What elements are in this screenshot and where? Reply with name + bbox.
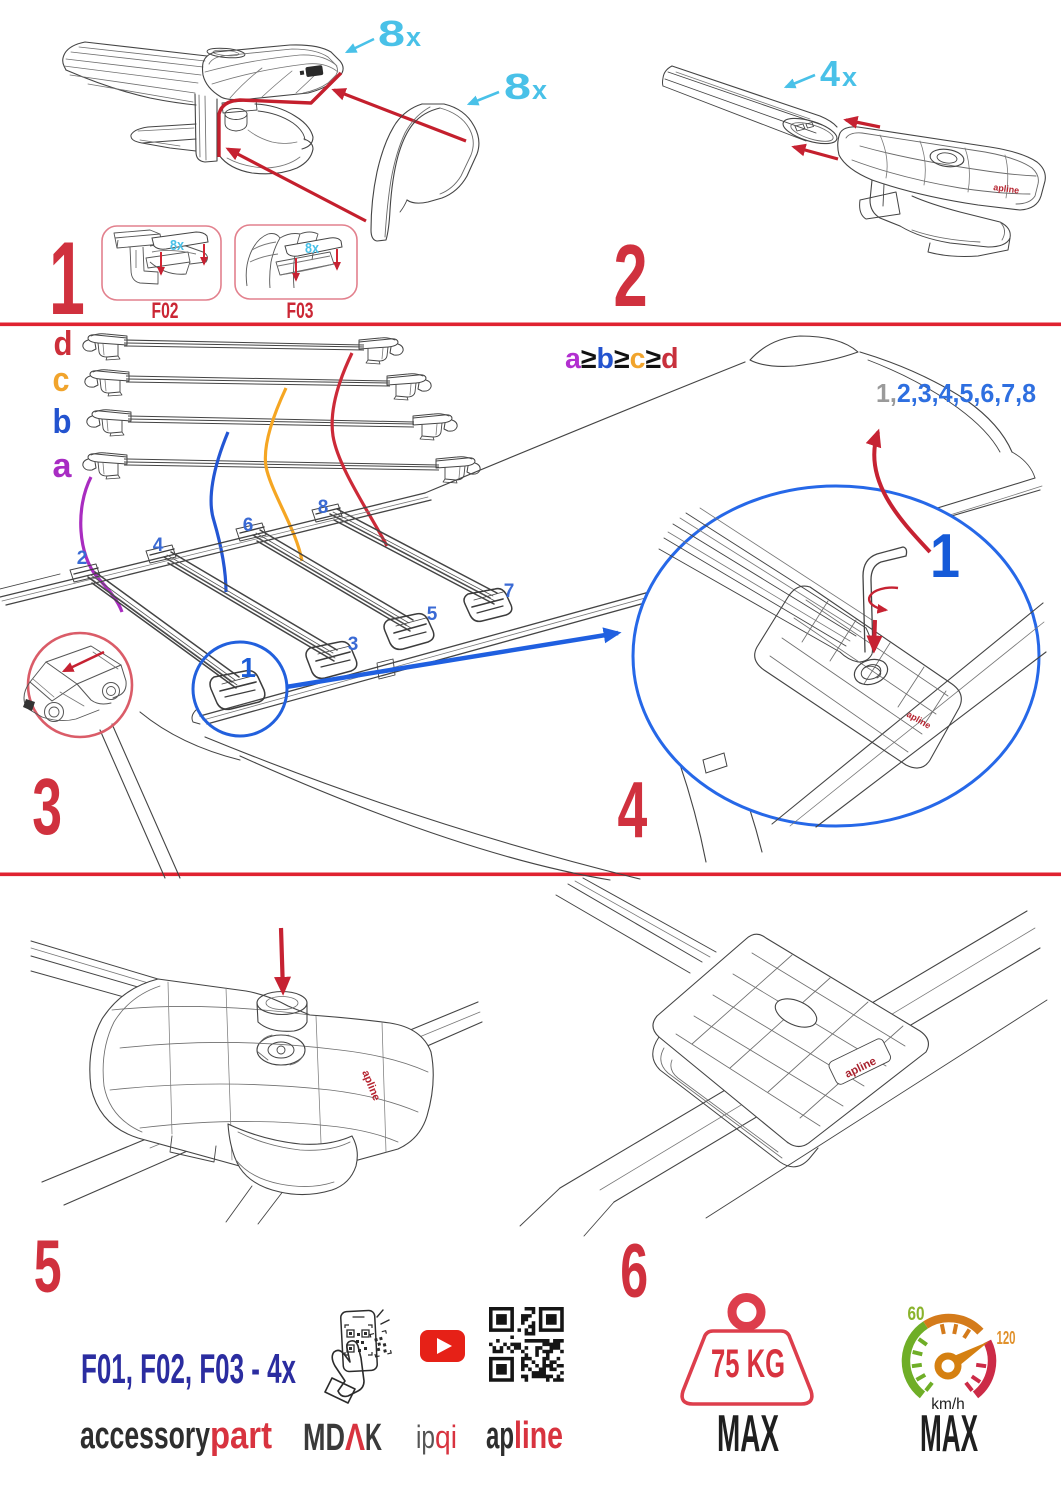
svg-text:x: x (842, 62, 857, 92)
svg-text:MDΛK: MDΛK (303, 1417, 382, 1459)
svg-text:c: c (53, 361, 70, 399)
svg-text:F02: F02 (152, 298, 179, 323)
svg-text:x: x (532, 75, 547, 105)
svg-text:km/h: km/h (931, 1396, 965, 1413)
svg-text:a: a (53, 447, 73, 485)
svg-text:1: 1 (930, 522, 960, 591)
svg-text:d: d (54, 325, 73, 363)
svg-text:3: 3 (32, 763, 62, 852)
svg-text:1: 1 (49, 221, 85, 336)
svg-text:4: 4 (618, 766, 648, 855)
svg-text:6: 6 (620, 1230, 648, 1314)
svg-text:b: b (53, 403, 72, 441)
svg-text:2: 2 (77, 548, 88, 569)
svg-text:4: 4 (820, 53, 840, 94)
svg-text:a≥b≥c≥d: a≥b≥c≥d (565, 343, 679, 375)
svg-text:MAX: MAX (717, 1405, 779, 1463)
svg-text:8x: 8x (305, 240, 320, 257)
svg-text:60: 60 (908, 1304, 925, 1325)
svg-text:75 KG: 75 KG (711, 1342, 785, 1386)
svg-text:8x: 8x (170, 237, 185, 254)
svg-text:accessorypart: accessorypart (80, 1415, 272, 1457)
svg-text:ipqi: ipqi (416, 1419, 457, 1455)
svg-text:MAX: MAX (920, 1405, 978, 1463)
svg-text:1,2,3,4,5,6,7,8: 1,2,3,4,5,6,7,8 (876, 378, 1036, 408)
svg-text:1: 1 (240, 652, 256, 683)
svg-text:apline: apline (486, 1415, 563, 1457)
svg-text:8: 8 (378, 13, 405, 54)
svg-text:x: x (406, 22, 421, 52)
svg-text:4: 4 (153, 535, 164, 556)
svg-text:F01, F02, F03 - 4x: F01, F02, F03 - 4x (81, 1345, 296, 1392)
svg-text:apline: apline (993, 182, 1020, 196)
svg-text:7: 7 (504, 581, 515, 602)
svg-text:8: 8 (318, 497, 329, 518)
svg-text:3: 3 (348, 634, 359, 655)
svg-text:5: 5 (34, 1226, 62, 1309)
svg-text:F03: F03 (287, 298, 314, 323)
svg-text:5: 5 (427, 604, 438, 625)
svg-text:2: 2 (613, 227, 647, 326)
svg-text:120: 120 (997, 1328, 1016, 1348)
svg-text:6: 6 (243, 515, 254, 536)
svg-text:8: 8 (504, 66, 531, 107)
